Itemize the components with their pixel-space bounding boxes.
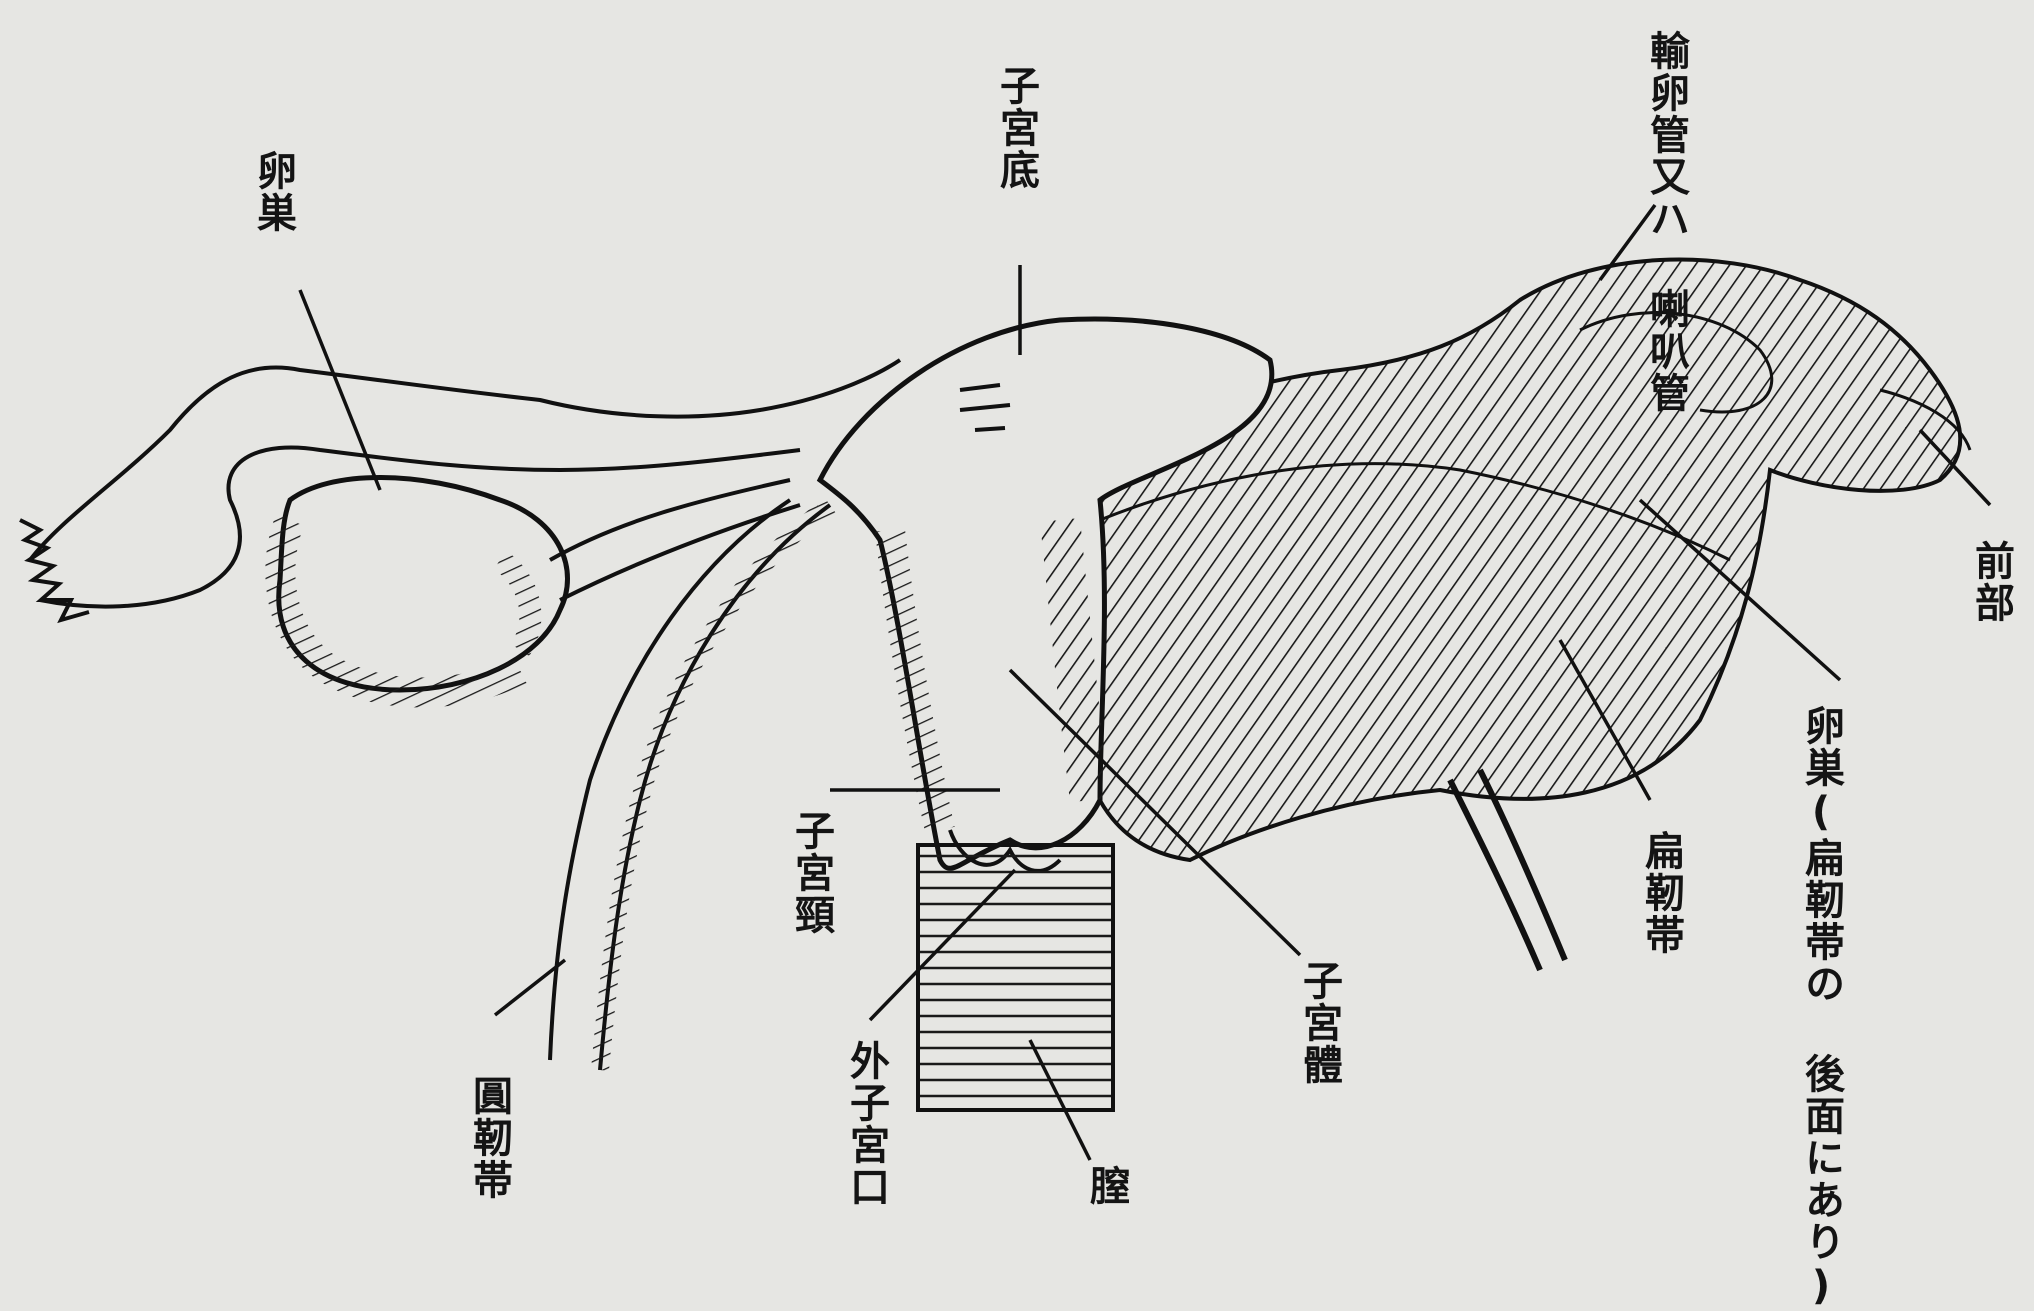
label-anterior: 前部: [1970, 540, 2012, 624]
label-broad-ligament: 扁靭帯: [1640, 830, 1682, 956]
label-ovary-behind: 卵巣(扁靭帯の 後面にあり): [1800, 705, 1842, 1311]
label-oviduct-line2: 喇叭管: [1645, 288, 1687, 414]
label-round-ligament: 圓靭帯: [468, 1075, 510, 1201]
label-vagina: 膣: [1085, 1165, 1127, 1207]
label-ovary: 卵巣: [252, 150, 294, 234]
label-external-os: 外子宮口: [845, 1040, 887, 1208]
label-ovary-behind-line1: 卵巣(扁靭帯の: [1800, 705, 1842, 1005]
label-uterine-body: 子宮體: [1298, 960, 1340, 1086]
label-uterine-fundus: 子宮底: [995, 65, 1037, 191]
label-oviduct: 輸卵管又ハ 喇叭管: [1645, 30, 1687, 414]
vagina: [918, 845, 1113, 1110]
leader-ovary: [300, 290, 380, 490]
left-ovary: [279, 478, 800, 693]
label-ovary-behind-line2: 後面にあり): [1800, 1053, 1842, 1311]
label-oviduct-line1: 輸卵管又ハ: [1645, 30, 1687, 240]
label-cervix: 子宮頸: [790, 810, 832, 936]
